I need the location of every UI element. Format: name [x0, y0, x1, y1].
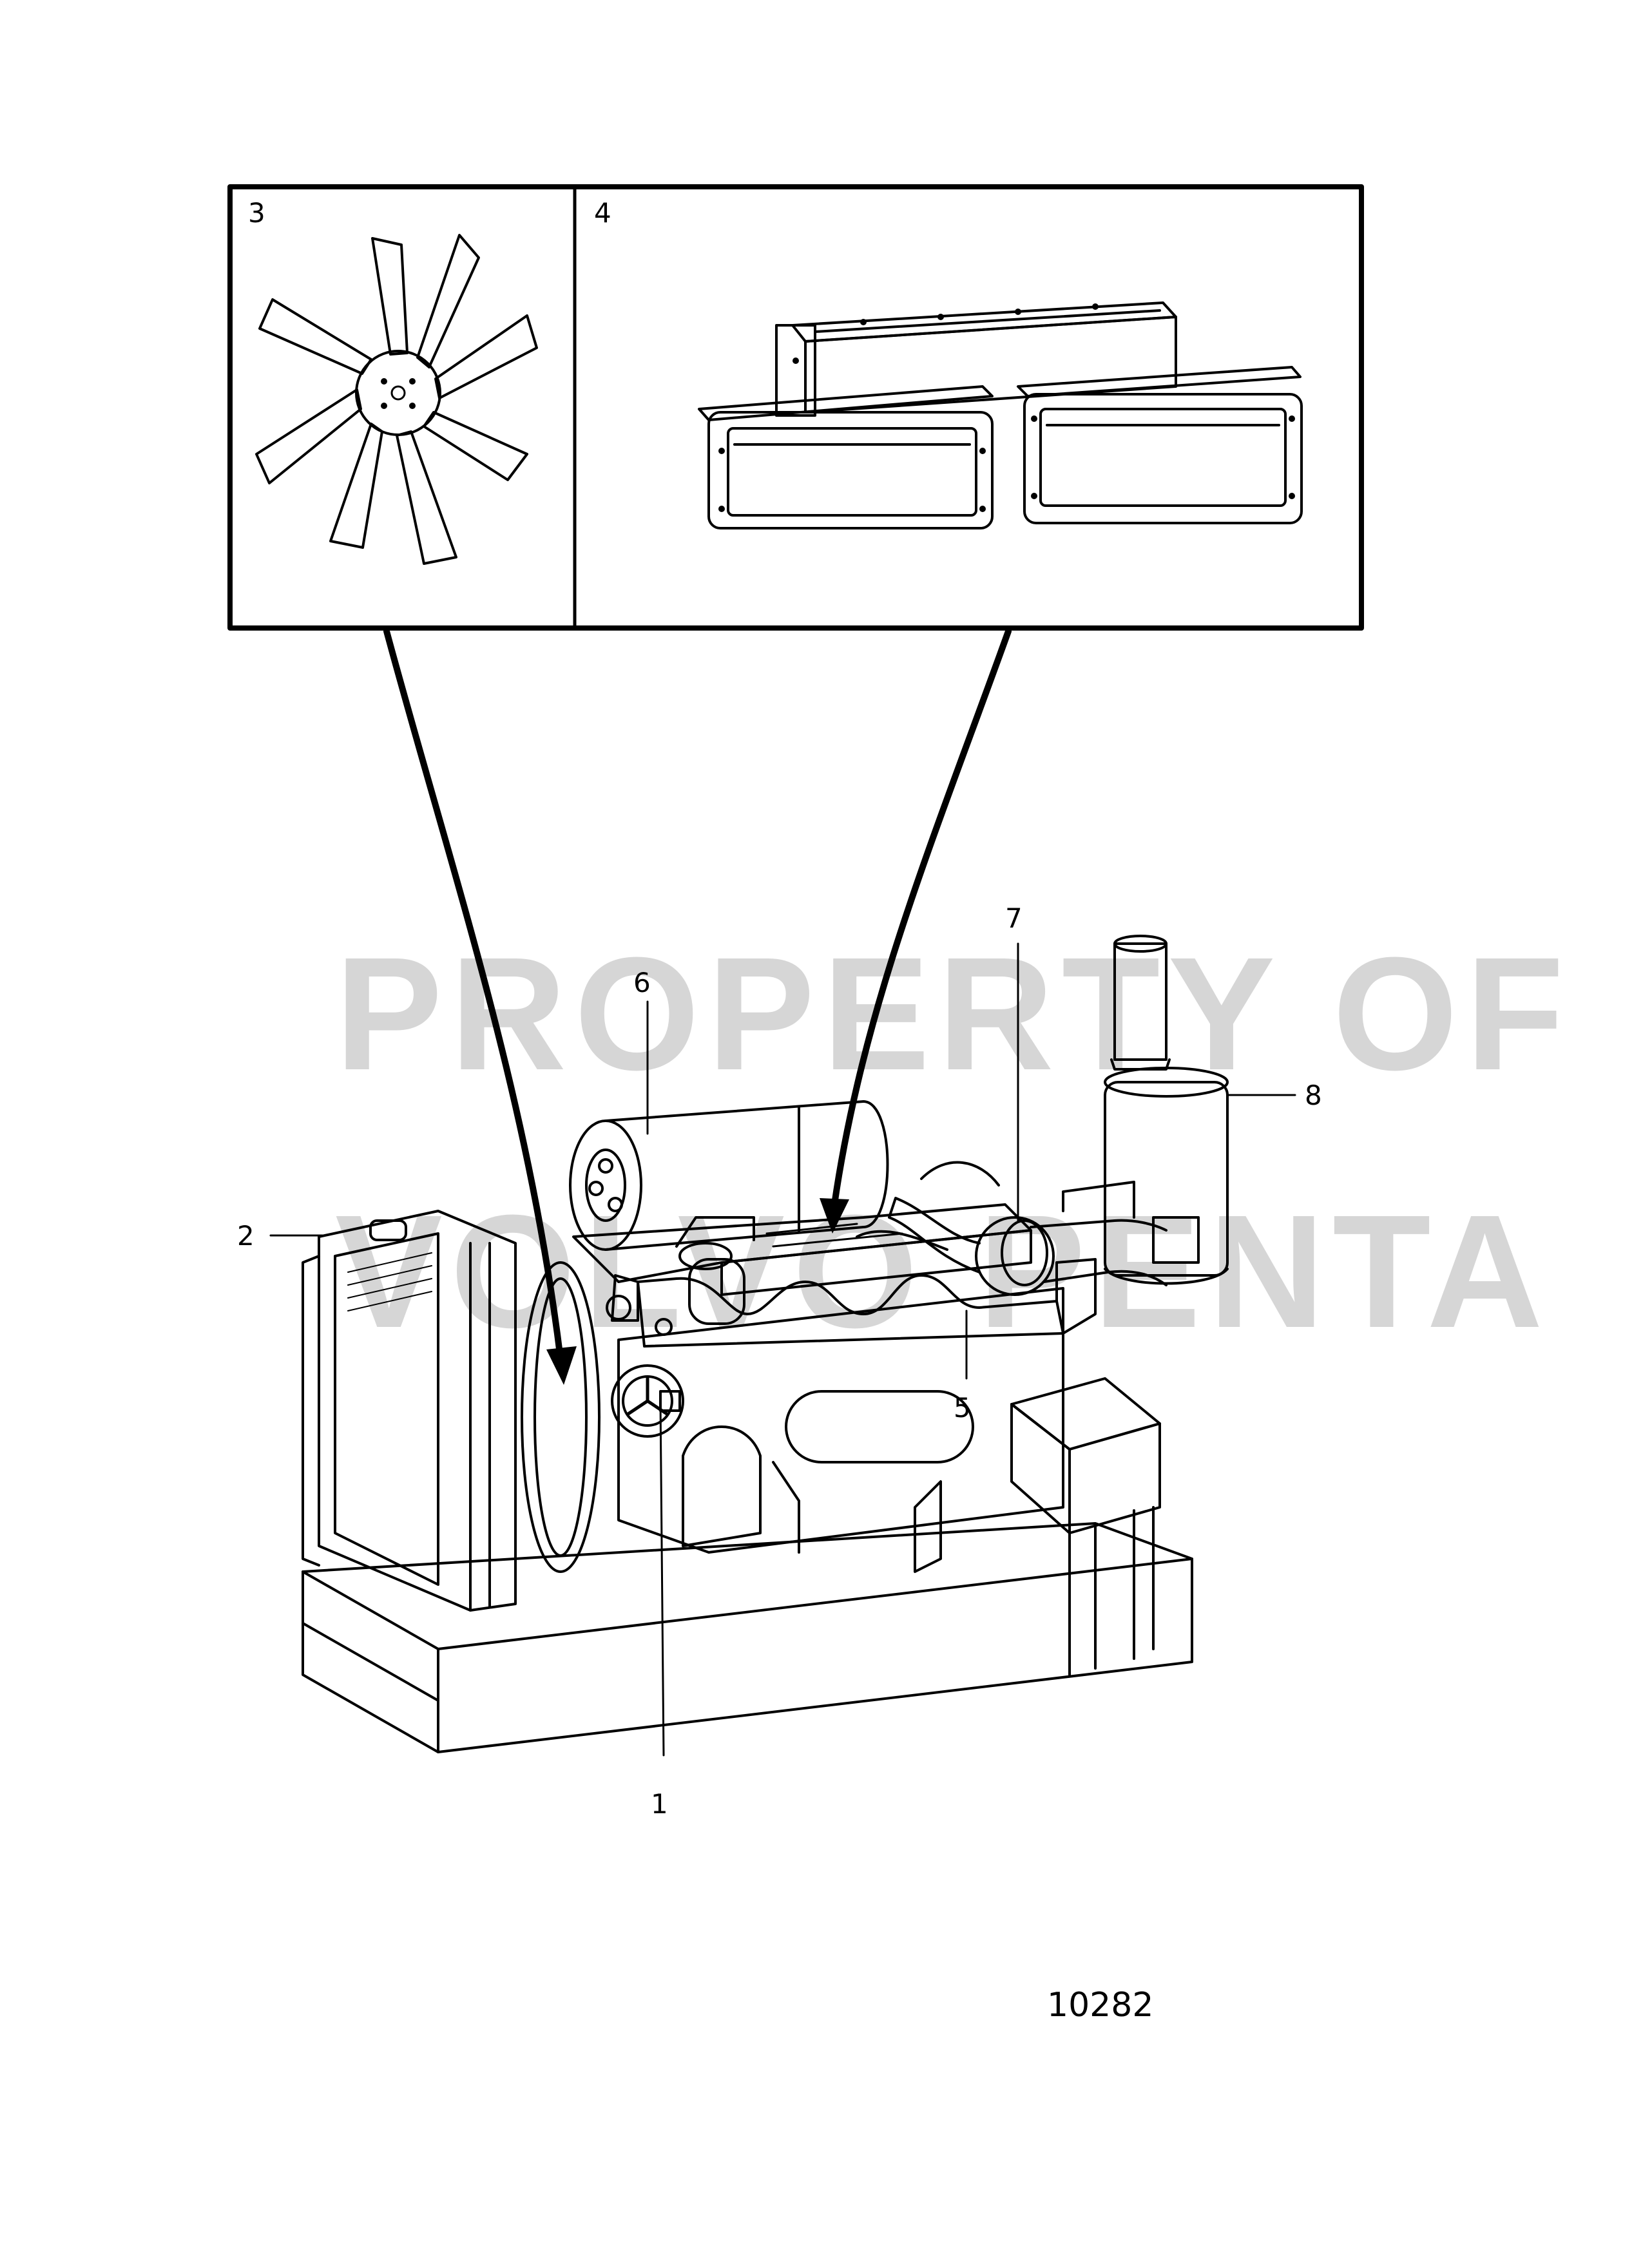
duct-pointer-arrowhead [820, 1198, 849, 1234]
leader-lines [269, 942, 1296, 1757]
callout-7: 7 [1005, 902, 1023, 934]
leader-1 [659, 1400, 665, 1757]
fan-shroud [521, 1261, 601, 1573]
turbocharger [856, 1161, 1055, 1296]
exhaust-manifold [606, 1242, 1097, 1348]
callouts: 1 2 5 6 7 8 [237, 902, 1322, 1820]
air-duct-housing-icon [698, 301, 1303, 529]
pointer-lines [383, 628, 1012, 1385]
figure-number: 10282 [1047, 1986, 1153, 2025]
duct-pointer-line [831, 628, 1012, 1208]
fan-detail-panel: 3 [248, 197, 538, 565]
fan-pointer-arrowhead [546, 1346, 577, 1385]
callout-3: 3 [248, 197, 265, 229]
engine-block [617, 1287, 1064, 1573]
callout-1: 1 [651, 1788, 668, 1820]
callout-8: 8 [1305, 1080, 1322, 1111]
fan-pointer-line [383, 628, 564, 1362]
air-cleaner [1104, 935, 1229, 1285]
air-duct-detail-panel: 4 [594, 197, 1303, 529]
engine-assembly [302, 935, 1229, 1753]
fan-blade-icon [255, 234, 538, 565]
intake-pipe [1030, 1181, 1200, 1286]
water-pump [611, 1364, 684, 1438]
radiator [302, 1210, 517, 1612]
callout-4: 4 [594, 197, 611, 229]
base-frame [302, 1522, 1193, 1753]
air-filter-canister [569, 1100, 889, 1251]
watermark-line1: PROPERTY OF [335, 924, 1571, 1103]
control-panel [1010, 1377, 1161, 1676]
detail-box: 3 4 [227, 184, 1364, 631]
callout-5: 5 [954, 1392, 971, 1424]
callout-2: 2 [237, 1220, 255, 1252]
callout-6: 6 [633, 967, 651, 998]
